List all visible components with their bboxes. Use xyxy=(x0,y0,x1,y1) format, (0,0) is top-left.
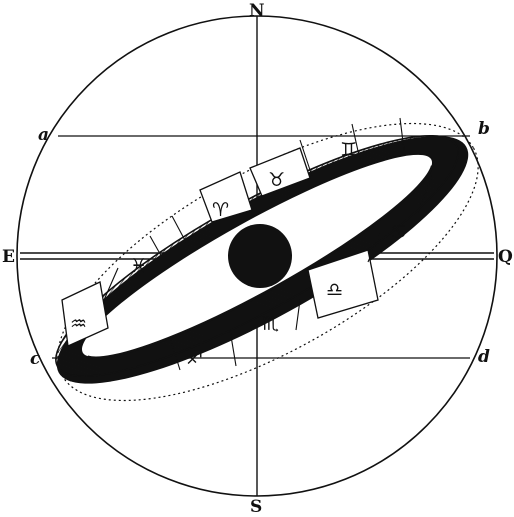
label-south: S xyxy=(250,497,262,517)
label-a: a xyxy=(38,125,49,145)
zodiac-glyph-sagittarius: ♐ xyxy=(186,347,203,369)
label-north: N xyxy=(249,1,265,21)
zodiac-glyph-scorpio: ♏ xyxy=(262,313,279,335)
central-globe xyxy=(228,224,292,288)
zodiac-glyph-aquarius: ♒ xyxy=(70,313,87,335)
zodiac-glyph-cancer: ♋ xyxy=(390,221,407,243)
zodiac-glyph-taurus: ♉ xyxy=(268,169,285,191)
label-q: Q xyxy=(498,247,513,267)
zodiac-glyph-pisces: ♓ xyxy=(130,255,147,277)
label-d: d xyxy=(478,347,490,367)
label-b: b xyxy=(478,119,490,139)
label-c: c xyxy=(30,349,41,369)
label-east: E xyxy=(2,247,15,267)
zodiac-glyph-gemini: ♊ xyxy=(340,139,357,161)
zodiac-glyph-libra: ♎ xyxy=(326,279,343,301)
zodiac-glyph-aries: ♈ xyxy=(212,199,229,221)
